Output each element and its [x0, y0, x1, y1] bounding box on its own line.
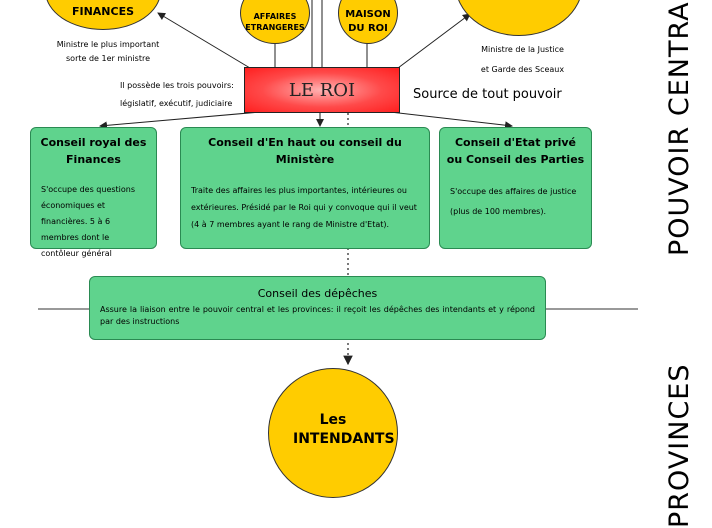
conseil-finances-title: Conseil royal des Finances [40, 136, 147, 166]
conseil-finances-body: S'occupe des questions économiques et fi… [41, 185, 136, 258]
circle-finances-label: FINANCES [71, 4, 135, 18]
circle-maison-label: MAISON DU ROI [345, 9, 391, 34]
conseil-en-haut-title: Conseil d'En haut ou conseil du Ministèr… [208, 136, 402, 166]
circle-maison-du-roi: MAISON DU ROI [338, 0, 398, 44]
arrow-roi-to-conseil-etat [389, 111, 513, 130]
conseil-en-haut-body: Traite des affaires les plus importantes… [191, 186, 417, 229]
le-roi-box: LE ROI [244, 67, 400, 113]
label-pouvoir-central: POUVOIR CENTRAL [664, 0, 695, 256]
circle-affaires-label: AFFAIRES ETRANGERES [245, 12, 305, 32]
circle-intendants: Les INTENDANTS [268, 368, 398, 498]
conseil-des-depeches: Conseil des dépêches Assure la liaison e… [89, 276, 546, 340]
source-de-tout-pouvoir: Source de tout pouvoir [413, 87, 562, 102]
conseil-etat-body: S'occupe des affaires de justice (plus d… [450, 187, 577, 216]
conseil-etat-title: Conseil d'Etat privé ou Conseil des Part… [446, 136, 585, 166]
note-finances: Ministre le plus important sorte de 1er … [38, 38, 178, 66]
conseil-depeches-body: Assure la liaison entre le pouvoir centr… [100, 305, 535, 326]
le-roi-label: LE ROI [288, 79, 356, 101]
arrow-roi-to-justice [397, 13, 471, 69]
conseil-depeches-title: Conseil des dépêches [257, 287, 378, 300]
arrow-roi-to-conseil-finances [99, 111, 261, 130]
conseil-royal-finances: Conseil royal des Finances S'occupe des … [30, 127, 157, 258]
arrow-roi-to-finances [157, 12, 251, 69]
circle-affaires-etrangeres: AFFAIRES ETRANGERES [240, 0, 310, 44]
note-justice: Ministre de la Justice et Garde des Scea… [460, 40, 585, 80]
note-justice-line2: et Garde des Sceaux [480, 65, 565, 74]
note-pouvoirs-line1: Il possède les trois pouvoirs: [120, 81, 234, 90]
note-pouvoirs: Il possède les trois pouvoirs: législati… [120, 77, 260, 113]
conseil-etat-prive: Conseil d'Etat privé ou Conseil des Part… [439, 127, 592, 249]
note-finances-line1: Ministre le plus important [56, 40, 160, 49]
note-finances-line2: sorte de 1er ministre [66, 54, 150, 63]
conseil-en-haut: Conseil d'En haut ou conseil du Ministèr… [180, 127, 430, 249]
note-justice-line1: Ministre de la Justice [481, 45, 564, 54]
circle-intendants-label: Les INTENDANTS [293, 412, 395, 447]
note-pouvoirs-line2: législatif, exécutif, judiciaire [120, 99, 233, 108]
label-provinces: PROVINCES [664, 363, 695, 528]
